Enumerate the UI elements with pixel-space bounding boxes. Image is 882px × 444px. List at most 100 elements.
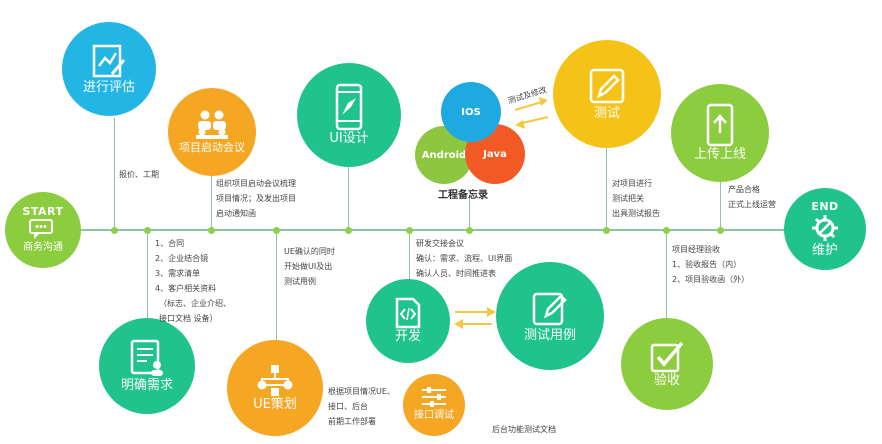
timeline-dot <box>144 227 151 234</box>
timeline-dot <box>345 227 352 234</box>
java-label: Java <box>483 148 507 160</box>
note-line: 2、企业结合镜 <box>155 254 209 263</box>
end-node: END 维护 <box>784 188 866 270</box>
android-label: Android <box>421 149 467 161</box>
connector-ue <box>276 230 277 340</box>
note-line: 产品合格 <box>728 185 760 194</box>
note-line: 正式上线运营 <box>728 200 776 209</box>
timeline-dot <box>466 227 473 234</box>
note-line: 确认人员、时间推进表 <box>416 269 496 278</box>
memo-label: 工程备忘录 <box>438 190 488 201</box>
start-label: 商务沟通 <box>23 241 63 253</box>
timeline-dot <box>111 227 118 234</box>
note-line: 测试用例 <box>284 277 316 286</box>
connector-accept <box>666 230 667 320</box>
note-line: 测试把关 <box>612 194 644 203</box>
connector-ui <box>348 160 349 230</box>
note-accept: 项目经理验收 1、验收报告（内） 2、项目验收函（外） <box>672 242 749 287</box>
req-label: 明确需求 <box>120 378 173 393</box>
note-backend: 后台功能测试文档 <box>492 422 556 437</box>
connector-eval <box>114 118 115 230</box>
connector-req <box>147 230 148 330</box>
note-line: 2、项目验收函（外） <box>672 275 750 284</box>
note-line: 1、合同 <box>155 239 185 248</box>
ue-node: UE策划 <box>227 340 323 436</box>
kickoff-node: 项目启动会议 <box>168 88 256 176</box>
document-user-icon <box>130 339 163 376</box>
connector-memo <box>469 195 470 230</box>
chat-icon <box>29 218 53 239</box>
note-kickoff: 组织项目启动会议梳理项目情况；及发出项目启动通知函 <box>216 176 296 221</box>
note-line: 研发交接会议 <box>416 239 464 248</box>
start-node: START 商务沟通 <box>5 192 81 268</box>
eval-label: 进行评估 <box>82 80 135 95</box>
gear-wrench-icon <box>812 214 838 241</box>
eval-node: 进行评估 <box>62 22 156 116</box>
note-line: 出具测试报告 <box>612 209 660 218</box>
note-line: 根据项目情况UE、 <box>328 387 395 396</box>
debug-label: 接口调试 <box>414 410 454 421</box>
meeting-icon <box>196 110 228 139</box>
timeline-dot <box>406 227 413 234</box>
test-label: 测试 <box>593 106 620 121</box>
ui-node: UI设计 <box>297 63 401 167</box>
testcase-node: 测试用例 <box>496 262 604 370</box>
accept-label: 验收 <box>653 373 680 388</box>
note-ue: UE确认的同时开始做UI及出测试用例 <box>284 244 335 289</box>
dev-label: 开发 <box>394 329 421 344</box>
req-node: 明确需求 <box>99 318 195 414</box>
ui-label: UI设计 <box>329 131 369 146</box>
note-line: 后台功能测试文档 <box>492 425 556 434</box>
note-req: 1、合同 2、企业结合镜 3、需求清单 4、客户相关资料 （标志、企业介绍、接口文档 … <box>155 236 231 326</box>
testcase-label: 测试用例 <box>523 328 576 343</box>
note-line: 开始做UI及出 <box>284 262 333 271</box>
note-online: 产品合格正式上线运营 <box>728 182 776 212</box>
start-heading: START <box>22 204 64 218</box>
connector-test <box>606 140 607 230</box>
online-label: 上传上线 <box>693 147 746 162</box>
note-line: 启动通知函 <box>216 209 256 218</box>
test-node: 测试 <box>553 40 661 148</box>
note-quote: 报价、工期 <box>119 167 159 182</box>
connector-dev <box>409 230 410 285</box>
note-line: 确认：需求、流程、UI界面 <box>416 254 513 263</box>
phone-design-icon <box>335 83 363 131</box>
note-line: （标志、企业介绍、 <box>159 299 231 308</box>
kickoff-label: 项目启动会议 <box>179 141 245 154</box>
note-line: 3、需求清单 <box>155 269 201 278</box>
timeline-dot <box>208 227 215 234</box>
timeline-dot <box>663 227 670 234</box>
note-line: 报价、工期 <box>119 170 159 179</box>
ios-bubble: IOS <box>441 82 501 142</box>
upload-phone-icon <box>706 103 734 147</box>
note-line: 前期工作部署 <box>328 417 376 426</box>
note-line: 4、客户相关资料 <box>155 284 217 293</box>
timeline-dot <box>273 227 280 234</box>
accept-node: 验收 <box>621 318 713 410</box>
end-label: 维护 <box>811 242 838 258</box>
ue-label: UE策划 <box>253 397 297 412</box>
end-heading: END <box>811 199 839 213</box>
note-line: 接口、后台 <box>328 402 368 411</box>
note-line: 对项目进行 <box>612 179 652 188</box>
note-line: 接口文档 设备） <box>159 314 218 323</box>
debug-node: 接口调试 <box>403 374 465 436</box>
sliders-icon <box>422 387 446 407</box>
timeline-dot <box>717 227 724 234</box>
note-dev: 研发交接会议确认：需求、流程、UI界面确认人员、时间推进表 <box>416 236 512 281</box>
note-test: 对项目进行测试把关出具测试报告 <box>612 176 660 221</box>
connector-online <box>720 170 721 230</box>
check-icon <box>650 341 684 373</box>
note-line: UE确认的同时 <box>284 247 335 256</box>
edit-icon <box>532 292 567 326</box>
code-file-icon <box>395 297 421 329</box>
note-line: 项目情况；及发出项目 <box>216 194 296 203</box>
dev-node: 开发 <box>366 279 450 363</box>
note-line: 项目经理验收 <box>672 245 720 254</box>
note-line: 组织项目启动会议梳理 <box>216 179 296 188</box>
note-line: 1、验收报告（内） <box>672 260 742 269</box>
timeline-dot <box>603 227 610 234</box>
chart-edit-icon <box>92 44 126 78</box>
connector-kickoff <box>211 160 212 230</box>
online-node: 上传上线 <box>671 84 769 182</box>
